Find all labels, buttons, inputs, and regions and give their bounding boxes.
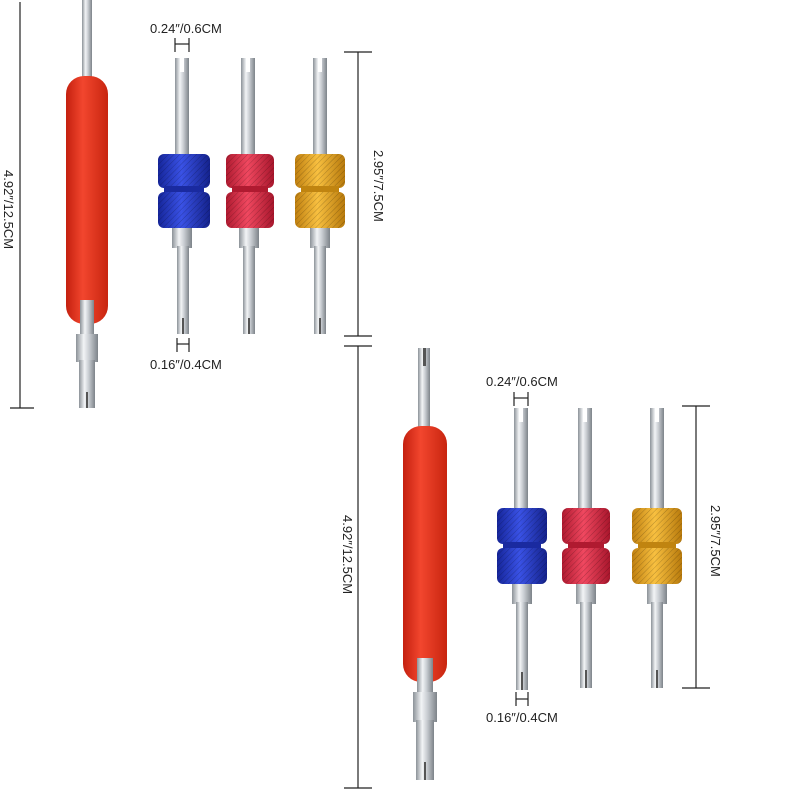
bottom-group: 4.92″/12.5CM (340, 345, 723, 789)
overall-length-dimension: 4.92″/12.5CM (340, 345, 372, 789)
red-handle-valve-tool (403, 348, 447, 780)
overall-length-dimension: 4.92″/12.5CM (1, 2, 34, 409)
overall-length-label: 4.92″/12.5CM (1, 170, 16, 249)
tip-width-top-dimension: 0.24″/0.6CM (486, 374, 558, 406)
red-core-tool (226, 58, 274, 334)
tip-width-top-label: 0.24″/0.6CM (150, 21, 222, 36)
red-handle-valve-tool (66, 0, 108, 408)
tip-width-top-dimension: 0.24″/0.6CM (150, 21, 222, 52)
blue-core-tool (497, 408, 547, 690)
core-tool-length-dimension: 2.95″/7.5CM (344, 51, 386, 337)
gold-core-tool (632, 408, 682, 688)
gold-core-tool (295, 58, 345, 334)
tip-width-bottom-dimension: 0.16″/0.4CM (150, 338, 222, 372)
core-tool-length-label: 2.95″/7.5CM (371, 150, 386, 222)
blue-core-tool (158, 58, 210, 334)
tip-width-top-label: 0.24″/0.6CM (486, 374, 558, 389)
top-group: 4.92″/12.5CM (1, 0, 386, 409)
tip-width-bottom-label: 0.16″/0.4CM (150, 357, 222, 372)
core-tool-length-dimension: 2.95″/7.5CM (682, 405, 723, 689)
tip-width-bottom-label: 0.16″/0.4CM (486, 710, 558, 725)
red-core-tool (562, 408, 610, 688)
core-tool-length-label: 2.95″/7.5CM (708, 505, 723, 577)
overall-length-label: 4.92″/12.5CM (340, 515, 355, 594)
tip-width-bottom-dimension: 0.16″/0.4CM (486, 692, 558, 725)
